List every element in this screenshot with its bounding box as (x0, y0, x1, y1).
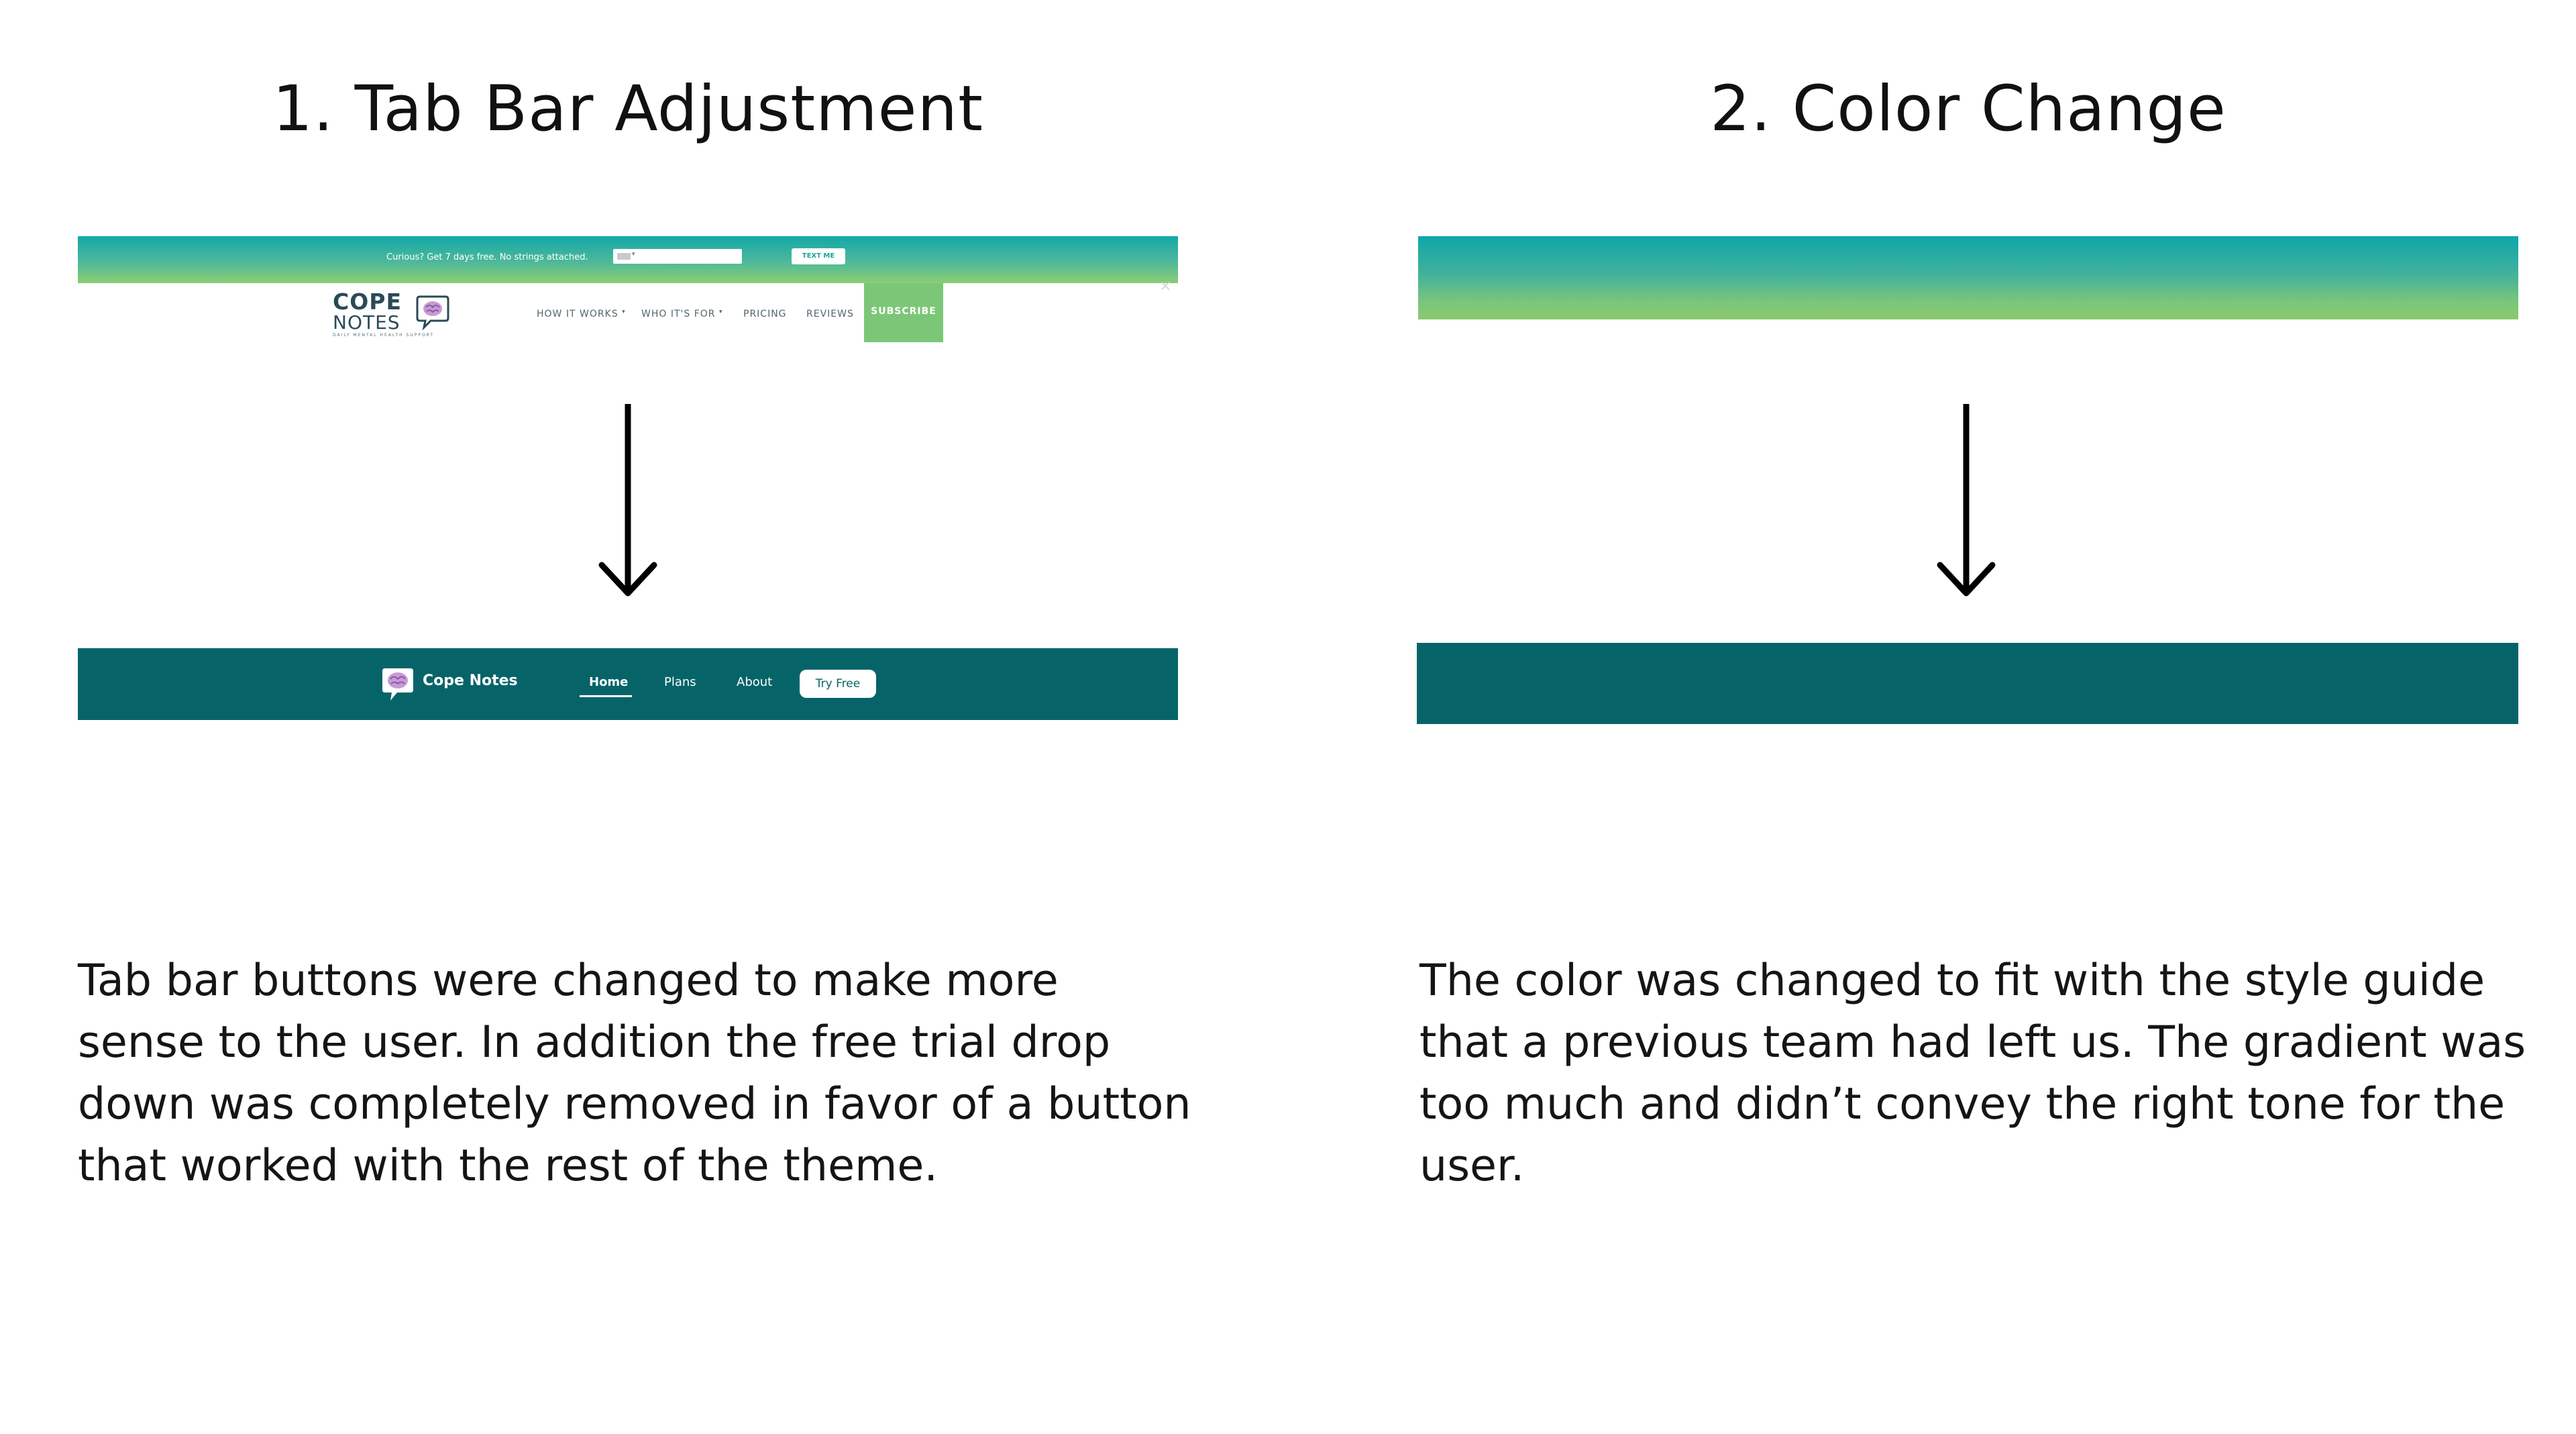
down-arrow-icon (1937, 404, 1996, 597)
active-tab-underline (580, 695, 632, 697)
new-tab-bar-screenshot: Cope Notes Home Plans About Try Free (78, 648, 1178, 720)
tab-bar-description: Tab bar buttons were changed to make mor… (78, 956, 1191, 1191)
brain-bubble-icon (382, 668, 413, 701)
tab-plans[interactable]: Plans (664, 675, 696, 689)
old-text-me-button[interactable]: TEXT ME (792, 248, 845, 264)
new-brand-name[interactable]: Cope Notes (423, 672, 518, 689)
old-banner-text: Curious? Get 7 days free. No strings att… (386, 252, 588, 262)
try-free-button[interactable]: Try Free (800, 670, 876, 698)
old-phone-input[interactable]: ▾ (613, 249, 742, 264)
old-logo-tagline: DAILY MENTAL HEALTH SUPPORT (333, 333, 435, 338)
old-subscribe-button[interactable]: SUBSCRIBE (864, 283, 943, 342)
caret-down-icon: ▾ (632, 251, 635, 258)
flag-icon (617, 253, 631, 260)
brain-bubble-icon (416, 295, 449, 330)
old-logo[interactable]: COPE NOTES DAILY MENTAL HEALTH SUPPORT (333, 289, 453, 338)
old-trial-banner: Curious? Get 7 days free. No strings att… (78, 236, 1178, 283)
tab-about[interactable]: About (737, 675, 773, 689)
old-nav-how-it-works[interactable]: HOW IT WORKS ▾ (537, 309, 626, 319)
old-nav-bar: COPE NOTES DAILY MENTAL HEALTH SUPPORT H… (78, 278, 1178, 342)
color-change-description: The color was changed to fit with the st… (1419, 956, 2526, 1191)
old-logo-cope: COPE (333, 289, 402, 315)
close-icon[interactable]: × (1159, 278, 1172, 295)
tab-home[interactable]: Home (589, 675, 629, 689)
old-gradient-bar (1418, 236, 2518, 319)
section-title-tab-bar: 1. Tab Bar Adjustment (272, 72, 983, 146)
old-logo-notes: NOTES (333, 311, 400, 334)
old-nav-who-its-for[interactable]: WHO IT'S FOR ▾ (641, 309, 723, 319)
new-solid-bar (1417, 643, 2518, 724)
old-nav-reviews[interactable]: REVIEWS (806, 309, 854, 319)
old-tab-bar-screenshot: Curious? Get 7 days free. No strings att… (78, 236, 1178, 342)
section-title-color-change: 2. Color Change (1710, 72, 2226, 146)
down-arrow-icon (598, 404, 657, 597)
old-nav-pricing[interactable]: PRICING (743, 309, 787, 319)
